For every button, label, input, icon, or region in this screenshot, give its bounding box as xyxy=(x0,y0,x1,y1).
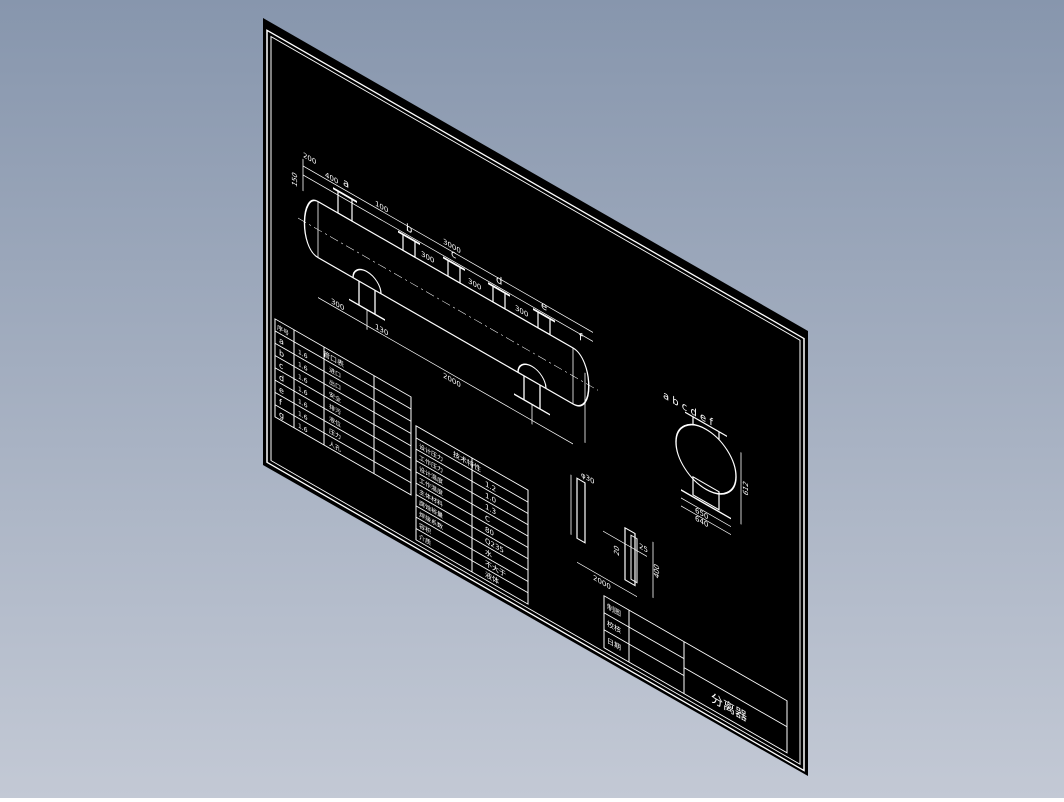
dim-400-b: 400 xyxy=(653,562,661,580)
saddle-right xyxy=(517,363,547,389)
dim-line-top-2 xyxy=(303,174,593,342)
nozzle-table-row-line xyxy=(275,391,411,471)
saddles xyxy=(349,268,550,416)
nozzle-row-dn: 1.6 xyxy=(298,397,308,410)
spec-table-row-line xyxy=(416,505,528,571)
nozzle-table-row-line xyxy=(275,367,411,447)
nozzle-row-dn: 1.6 xyxy=(298,385,308,398)
detail-dim-h xyxy=(603,530,647,557)
title-block-row-r xyxy=(684,667,787,728)
dim-line-bottom xyxy=(318,297,573,445)
nozzle-row-mark: c xyxy=(279,361,284,373)
end-view-saddle xyxy=(692,475,720,511)
nozzle-label-f: f xyxy=(579,330,583,344)
nozzle-e-flange xyxy=(533,307,555,323)
nozzle-row-mark: f xyxy=(279,397,283,408)
nozzle-c-flange xyxy=(443,256,465,271)
drawing-sheet xyxy=(263,18,808,776)
nozzle-label-a: a xyxy=(343,176,349,192)
dim-612: 612 xyxy=(742,479,750,497)
shell-top-line xyxy=(318,200,573,349)
dim-20: 20 xyxy=(613,544,621,558)
spec-row-value: 1.3 xyxy=(485,502,496,517)
nozzle-b-flange xyxy=(398,230,420,246)
spec-table-row-line xyxy=(416,471,528,537)
nozzle-label-b: b xyxy=(406,221,412,237)
nozzle-row-dn: 1.6 xyxy=(298,348,308,361)
title-block-row1 xyxy=(604,612,684,660)
nozzle-label-d: d xyxy=(496,272,502,288)
dim-25: 25 xyxy=(639,541,648,555)
spec-table-row-line xyxy=(416,493,528,560)
spec-row-value: 1.2 xyxy=(485,479,496,494)
detail-rib-2 xyxy=(630,534,638,584)
outer-border xyxy=(266,29,805,772)
nozzle-row-dn: 1.6 xyxy=(298,372,308,385)
end-view-dim-h2 xyxy=(681,505,731,536)
detail-dim-bottom xyxy=(577,561,637,598)
saddle-left xyxy=(352,268,382,295)
nozzle-row-dn: 1.6 xyxy=(298,422,308,435)
nozzle-row-dn: 1.6 xyxy=(298,409,308,422)
nozzle-row-mark: d xyxy=(279,373,284,385)
nozzle-row-mark: b xyxy=(279,348,284,360)
spec-row-value: 水 xyxy=(485,546,492,560)
spec-table-row-line xyxy=(416,482,528,548)
shell-centerline xyxy=(298,217,598,391)
nozzle-d-flange xyxy=(488,282,510,297)
dim-line-top xyxy=(303,165,593,333)
spec-row-value: 1.0 xyxy=(485,491,496,506)
spec-table-row-line xyxy=(416,527,528,594)
vessel-end-view xyxy=(675,411,742,536)
inner-border xyxy=(270,35,801,766)
nozzle-table-row-line xyxy=(275,342,411,422)
dim-150: 150 xyxy=(291,170,299,188)
nozzle-row-dn: 1.6 xyxy=(298,360,308,373)
nozzle-label-c: c xyxy=(451,247,457,262)
nozzle-table-row-line xyxy=(275,404,411,484)
spec-row-value: 80 xyxy=(485,525,494,539)
detail-rib xyxy=(624,526,636,587)
nozzle-table-row-line xyxy=(275,379,411,459)
nozzle-table-row-line xyxy=(275,354,411,435)
shell-bottom-line xyxy=(318,256,573,405)
end-view-dim-h1 xyxy=(681,497,731,528)
nozzle-row-mark: e xyxy=(279,385,284,397)
end-view-base xyxy=(681,489,731,520)
nozzle-row-mark: a xyxy=(279,336,284,348)
nozzle-a-flange xyxy=(333,187,357,203)
nozzle-table-hrow xyxy=(275,330,411,410)
title-block xyxy=(603,594,788,754)
spec-row-value: C xyxy=(485,513,490,524)
spec-table-row-line xyxy=(416,459,528,526)
nozzles-top xyxy=(333,187,555,336)
nozzle-label-e: e xyxy=(541,298,547,314)
saddle-detail xyxy=(570,474,654,599)
detail-plate xyxy=(576,477,586,544)
end-view-nozzle xyxy=(685,411,727,438)
spec-table-row-line xyxy=(416,448,528,514)
end-view-circle xyxy=(675,423,737,495)
spec-table-hrow xyxy=(416,437,528,503)
nozzle-row-mark: g xyxy=(279,410,284,422)
vessel-side-view xyxy=(298,158,598,445)
spec-table-row-line xyxy=(416,516,528,582)
title-block-row2 xyxy=(604,629,684,677)
